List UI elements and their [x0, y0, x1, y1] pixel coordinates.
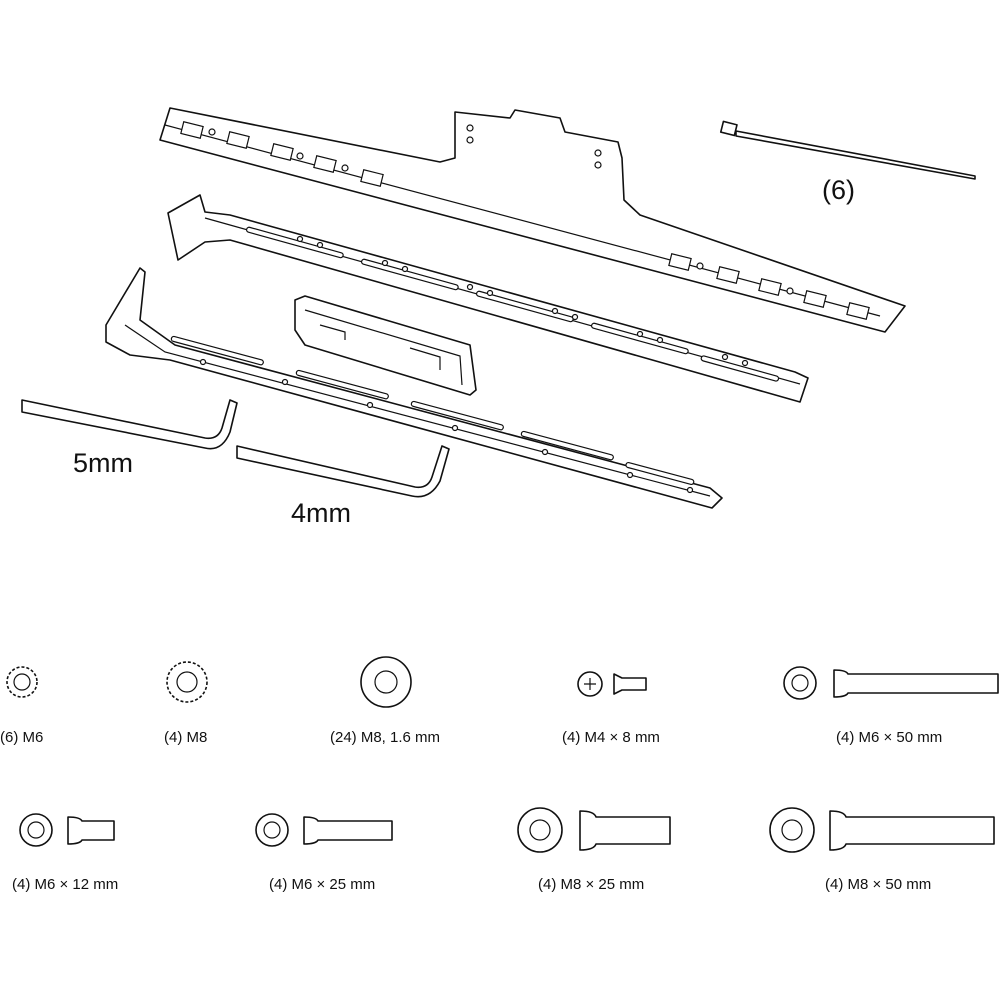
hex-key-5mm-icon	[21, 399, 238, 450]
hardware-label-m6-lock-washer: (6) M6	[0, 729, 44, 746]
lower-rail	[105, 267, 723, 509]
bolt-m8x50-icon	[769, 807, 995, 853]
hardware-label-m6x12: (4) M6 × 12 mm	[12, 876, 119, 893]
hardware-label-m8-washer: (24) M8, 1.6 mm	[330, 729, 441, 746]
hex-key-4mm-icon	[236, 445, 450, 498]
bolt-m6x50-icon	[783, 666, 999, 700]
hardware-label-m8-lock-washer: (4) M8	[164, 729, 208, 746]
flat-washer-m8-icon	[360, 656, 412, 708]
spacer-bracket	[294, 295, 477, 396]
bolt-m6x12-icon	[19, 813, 115, 847]
hardware-label-m6x25: (4) M6 × 25 mm	[269, 876, 376, 893]
bolt-m8x25-icon	[517, 807, 671, 853]
lock-washer-m6-icon	[6, 666, 38, 698]
lock-washer-m8-icon	[166, 661, 208, 703]
bolt-m6x25-icon	[255, 813, 393, 847]
hardware-label-m6x50: (4) M6 × 50 mm	[836, 729, 943, 746]
hardware-label-m8x25: (4) M8 × 25 mm	[538, 876, 645, 893]
cable-tie	[719, 120, 976, 180]
hex-key-4mm-label: 4mm	[291, 498, 351, 528]
hardware-label-m4x8: (4) M4 × 8 mm	[562, 729, 660, 746]
hex-key-5mm-label: 5mm	[73, 448, 133, 478]
cable-tie-quantity: (6)	[822, 175, 855, 205]
wall-plate	[159, 107, 906, 333]
middle-rail	[167, 194, 809, 403]
screw-m4x8-icon	[577, 671, 647, 697]
hardware-label-m8x50: (4) M8 × 50 mm	[825, 876, 932, 893]
